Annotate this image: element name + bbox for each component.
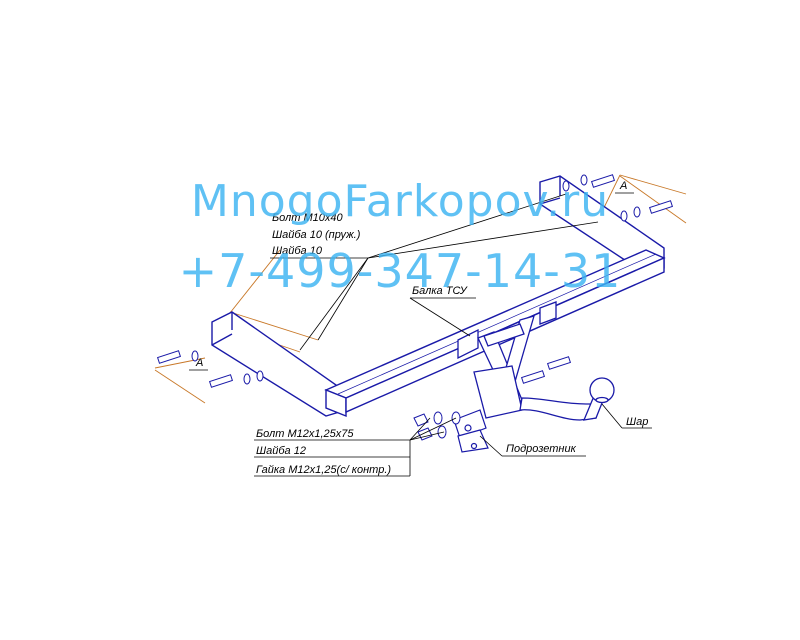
label-ball: Шар	[626, 416, 648, 428]
label-detail-left: А	[195, 357, 203, 369]
label-nut-m12: Гайка М12х1,25(с/ контр.)	[256, 464, 391, 476]
label-washer-12: Шайба 12	[256, 445, 306, 457]
label-socket-bracket: Подрозетник	[506, 443, 577, 455]
watermark-site: MnogoFarkopov.ru	[190, 176, 610, 227]
label-bolt-m12: Болт М12х1,25х75	[256, 428, 354, 440]
label-beam: Балка ТСУ	[412, 285, 468, 297]
label-detail-right: А	[619, 180, 627, 192]
watermark-phone: +7-499-347-14-31	[178, 244, 622, 298]
ball-mount	[457, 301, 615, 421]
label-bolt-m10: Болт М10х40	[272, 212, 343, 224]
leader-lines	[189, 192, 652, 477]
socket-bracket-part	[453, 409, 489, 453]
label-washer-10-spring: Шайба 10 (пруж.)	[272, 229, 361, 241]
label-washer-10: Шайба 10	[272, 245, 323, 257]
fasteners	[156, 174, 674, 441]
